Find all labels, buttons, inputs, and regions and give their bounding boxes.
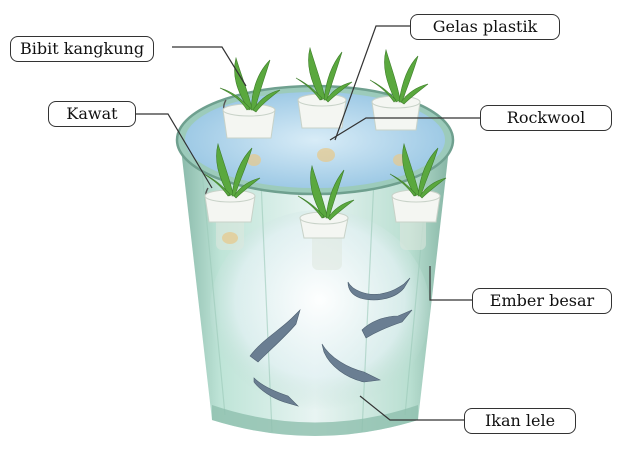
label-kawat: Kawat bbox=[48, 101, 136, 127]
label-ikan-lele: Ikan lele bbox=[464, 408, 576, 434]
label-bibit-kangkung: Bibit kangkung bbox=[10, 36, 154, 62]
label-rockwool: Rockwool bbox=[480, 105, 612, 131]
label-ember-besar: Ember besar bbox=[472, 288, 612, 314]
label-gelas-plastik: Gelas plastik bbox=[410, 14, 560, 40]
